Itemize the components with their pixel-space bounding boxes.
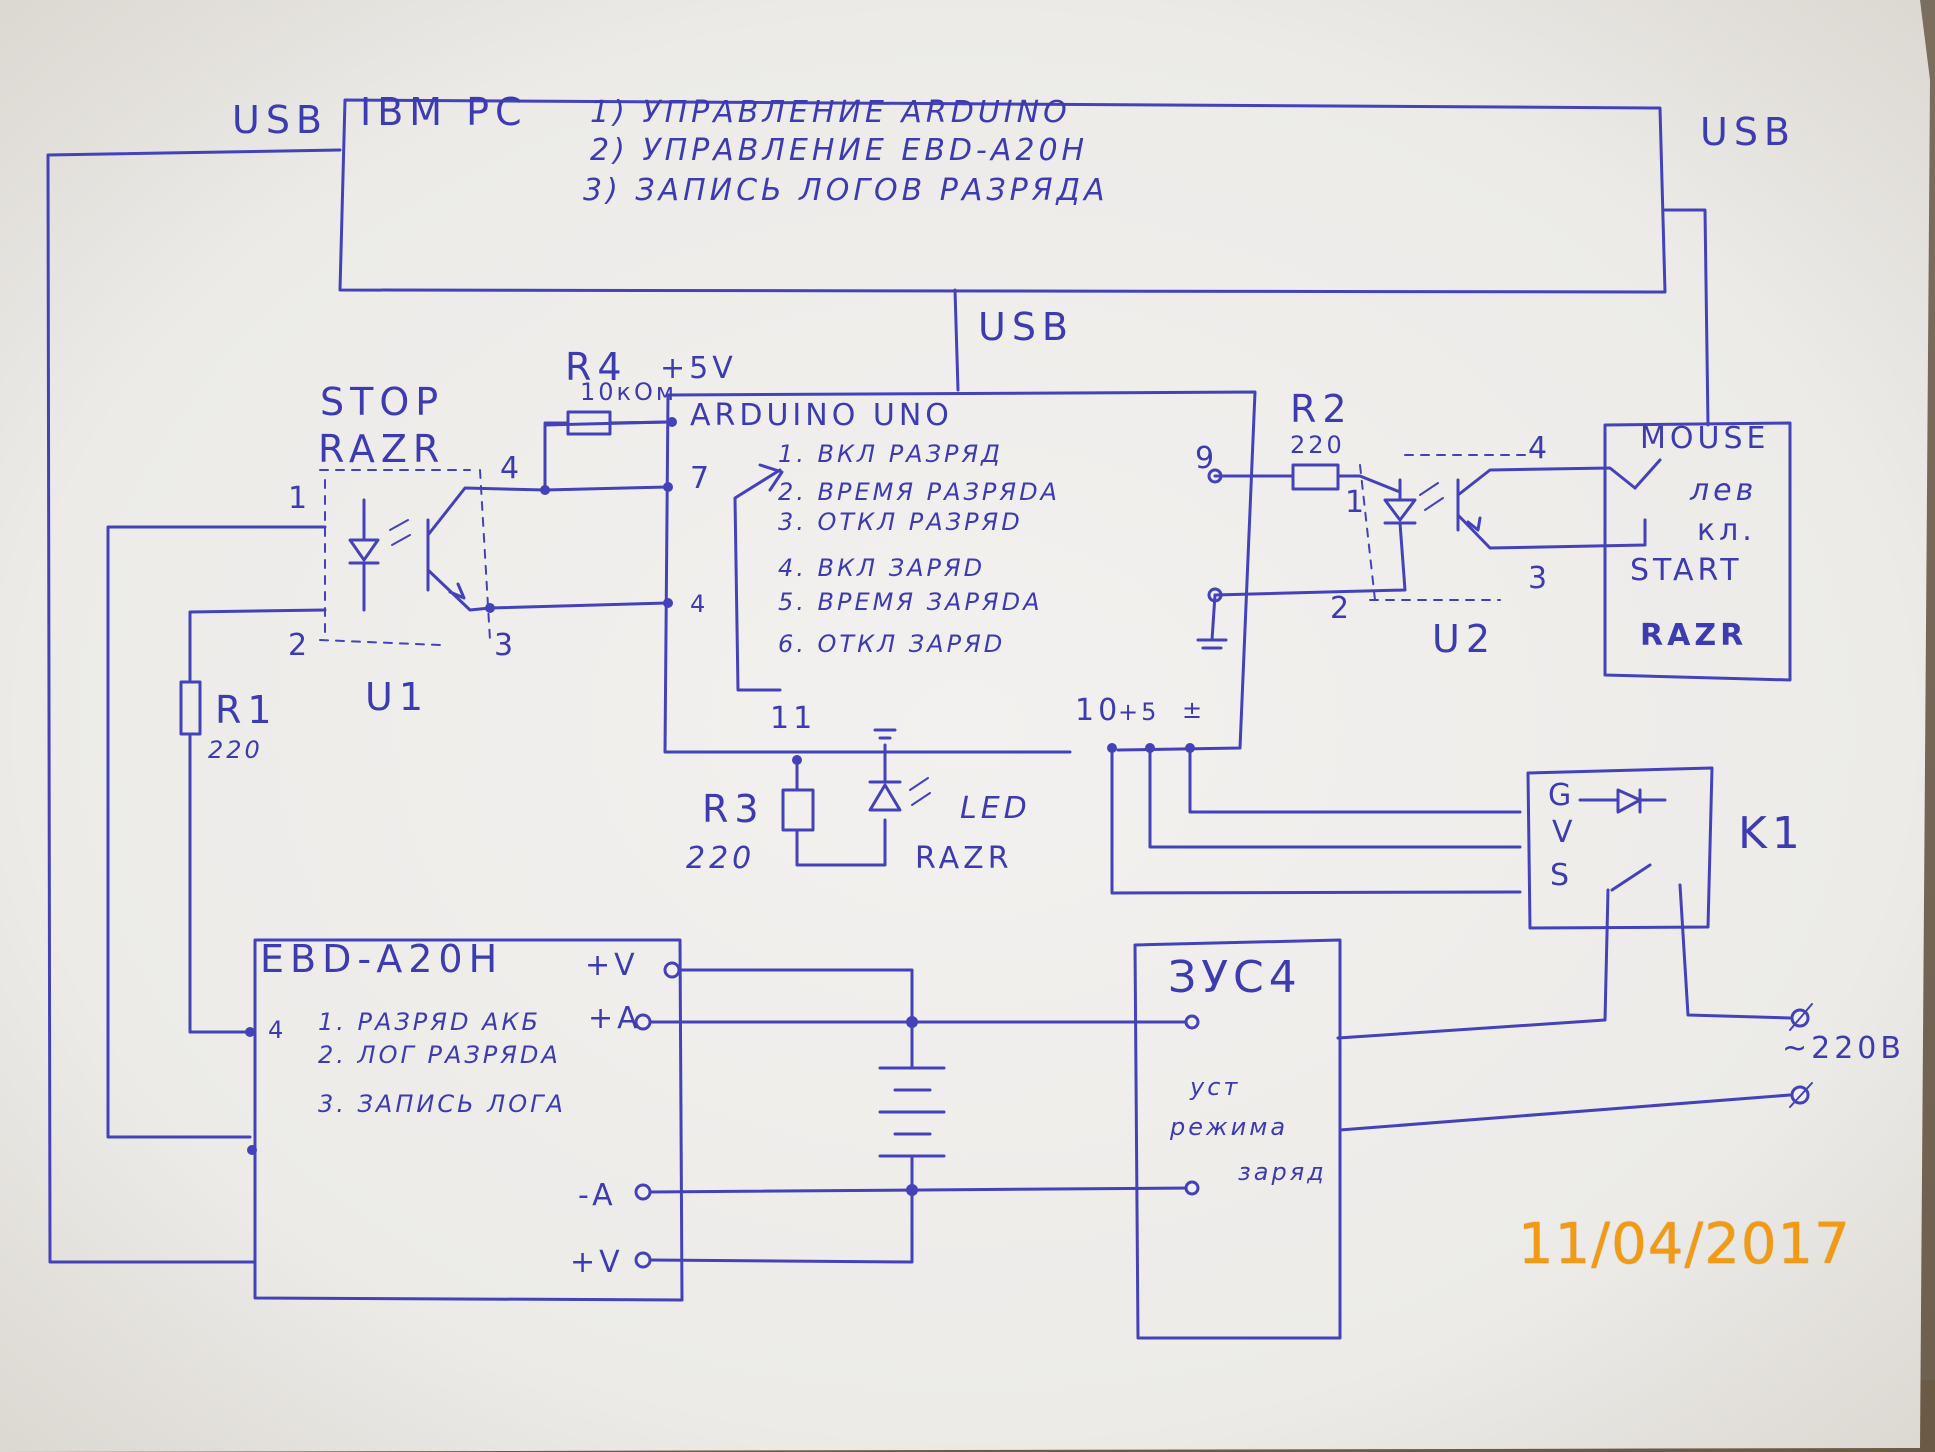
u1-pin2: 2: [288, 628, 311, 663]
stop-razr-line2: RAZR: [318, 427, 445, 471]
pc-box: [46, 98, 1710, 1264]
arduino-pin-9: 9: [1195, 441, 1218, 476]
mouse-line1: лев: [1689, 473, 1757, 508]
u1-name: U1: [365, 675, 429, 719]
led-line2: RAZR: [915, 841, 1013, 876]
u1-pin1: 1: [288, 481, 311, 516]
mains-terminals: [1789, 1003, 1813, 1108]
arduino-menu-1: 1. ВКЛ РАЗРЯД: [778, 440, 1003, 468]
led-line1: LED: [960, 791, 1031, 826]
arduino-pin-4: 4: [690, 590, 708, 618]
k1-v: V: [1552, 815, 1577, 850]
pc-usb-left-label: USB: [232, 98, 328, 142]
ebd-plus-v-top: +V: [585, 948, 639, 983]
relay-k1: [1110, 746, 1792, 1040]
r3-value: 220: [686, 841, 755, 876]
u1-pin4: 4: [500, 451, 523, 486]
resistor-r2: [1213, 463, 1402, 494]
ebd-plus-v-bottom: +V: [570, 1245, 624, 1280]
arduino-box: [485, 390, 1257, 765]
arduino-title: ARDUINO UNO: [690, 398, 953, 433]
arduino-menu-6: 6. ОТКЛ ЗАРЯD: [778, 630, 1005, 658]
resistor-r1: [179, 680, 252, 1034]
ebd-pin-4: 4: [268, 1016, 286, 1044]
r1-name: R1: [215, 688, 278, 732]
mouse-line2: кл.: [1697, 513, 1756, 548]
u2-pin4: 4: [1528, 431, 1551, 466]
r1-value: 220: [208, 736, 263, 764]
charger-line1: уст: [1189, 1073, 1240, 1101]
ebd-plus-a: +A: [588, 1001, 642, 1036]
charger-line2: режима: [1169, 1113, 1288, 1141]
arduino-menu-4: 4. ВКЛ ЗАРЯD: [778, 554, 985, 582]
ebd-item-1: 1. РАЗРЯD АКБ: [318, 1008, 541, 1036]
pc-usb-mid-label: USB: [978, 305, 1074, 349]
optocoupler-u1: [106, 469, 547, 1139]
charger-box: [1133, 938, 1792, 1340]
u1-pin3: 3: [494, 628, 517, 663]
r3-name: R3: [702, 787, 765, 831]
r2-value: 220: [1290, 431, 1345, 459]
battery: [648, 968, 1194, 1264]
arduino-plus5: +5: [1118, 698, 1159, 726]
ebd-title: EBD-A20H: [260, 937, 503, 981]
mouse-line4: RAZR: [1640, 618, 1747, 653]
r4-name: R4: [565, 345, 628, 389]
charger-line3: заряд: [1238, 1158, 1327, 1186]
arduino-menu-3: 3. ОТКЛ РАЗРЯD: [778, 508, 1023, 536]
ebd-item-3: 3. ЗАПИСЬ ЛОГА: [318, 1090, 566, 1118]
u2-name: U2: [1432, 617, 1496, 661]
r2-name: R2: [1290, 387, 1353, 431]
u2-pin3: 3: [1528, 561, 1551, 596]
r4-value: 10кОм: [580, 378, 677, 406]
ebd-item-2: 2. ЛОГ РАЗРЯDA: [318, 1041, 561, 1069]
pc-task-1: 1) УПРАВЛЕНИЕ ARDUINO: [590, 95, 1071, 130]
r4-supply: +5V: [660, 351, 737, 386]
resistor-r3: [781, 758, 887, 867]
ebd-minus-a: -A: [578, 1178, 617, 1213]
pc-task-3: 3) ЗАПИСЬ ЛОГОВ РАЗРЯДА: [583, 173, 1109, 208]
u2-pin1: 1: [1345, 485, 1368, 520]
resistor-r4: [543, 410, 670, 436]
arduino-pin-7: 7: [690, 461, 713, 496]
charger-title: ЗУС4: [1168, 952, 1302, 1003]
u2-pin2: 2: [1330, 591, 1353, 626]
arduino-gnd: ±: [1182, 696, 1205, 724]
arduino-pin-10: 10: [1075, 693, 1121, 728]
arduino-menu-2: 2. ВРЕМЯ РАЗРЯDA: [778, 478, 1060, 506]
stop-razr-line1: STOP: [320, 380, 444, 424]
led-razr: [868, 728, 931, 812]
k1-name: K1: [1738, 808, 1805, 859]
arduino-menu-5: 5. ВРЕМЯ ЗАРЯDA: [778, 588, 1043, 616]
pc-task-2: 2) УПРАВЛЕНИЕ EBD-A20H: [590, 133, 1088, 168]
mouse-line3: START: [1630, 553, 1743, 588]
mouse-title: MOUSE: [1640, 421, 1769, 456]
pc-title: IBM PC: [360, 90, 528, 134]
pc-usb-right-label: USB: [1700, 110, 1796, 154]
k1-g: G: [1548, 778, 1575, 813]
mouse-box: [1603, 421, 1792, 682]
mains-label: ~220В: [1782, 1031, 1905, 1066]
date-stamp: 11/04/2017: [1518, 1212, 1851, 1277]
arduino-pin-11: 11: [770, 701, 816, 736]
k1-s: S: [1550, 858, 1573, 893]
